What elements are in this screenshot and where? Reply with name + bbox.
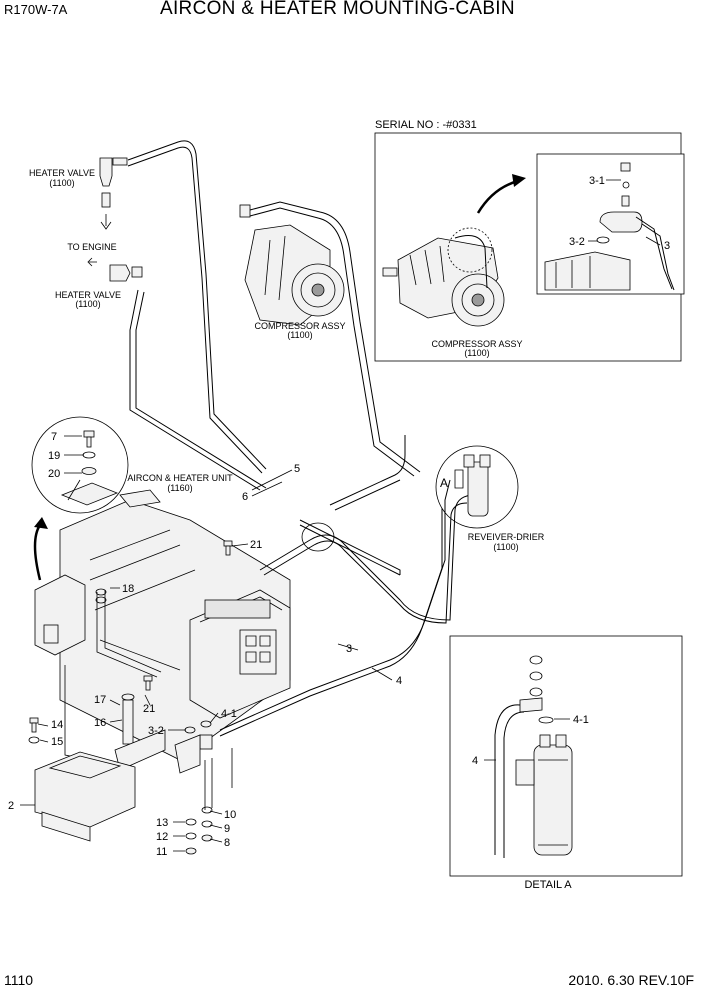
inset-compressor-label: COMPRESSOR ASSY bbox=[431, 339, 522, 349]
compressor-drawing bbox=[239, 201, 421, 477]
callout-16: 16 bbox=[94, 717, 106, 729]
compressor-label: COMPRESSOR ASSY bbox=[254, 321, 345, 331]
callout-8: 8 bbox=[224, 837, 230, 849]
callout-21-top: 21 bbox=[250, 539, 262, 551]
inset-compressor-code: (1100) bbox=[464, 348, 489, 358]
callout-a: A bbox=[440, 476, 448, 490]
heater-valve-assembly bbox=[87, 140, 267, 491]
callout-6: 6 bbox=[242, 491, 248, 503]
callout-19: 19 bbox=[48, 450, 60, 462]
callout-12: 12 bbox=[156, 831, 168, 843]
callout-5: 5 bbox=[294, 463, 300, 475]
inset-compressor-drawing bbox=[382, 227, 505, 327]
page-number: 1110 bbox=[4, 972, 34, 988]
detail-a-label: DETAIL A bbox=[524, 879, 572, 891]
serial-inset bbox=[374, 132, 685, 362]
model-number: R170W-7A bbox=[4, 2, 68, 17]
aircon-unit-label: AIRCON & HEATER UNIT bbox=[127, 473, 233, 483]
callout-13: 13 bbox=[156, 817, 168, 829]
aircon-unit-code: (1160) bbox=[167, 483, 192, 493]
heater-valve-top-code: (1100) bbox=[49, 178, 74, 188]
callout-2: 2 bbox=[8, 800, 14, 812]
heater-valve-bottom-label: HEATER VALVE bbox=[55, 290, 121, 300]
heater-valve-top-label: HEATER VALVE bbox=[29, 168, 95, 178]
callout-21-bottom: 21 bbox=[143, 703, 155, 715]
callout-leaders bbox=[20, 179, 661, 852]
callout-18: 18 bbox=[122, 583, 134, 595]
receiver-drier-drawing bbox=[435, 445, 519, 529]
callout-9: 9 bbox=[224, 823, 230, 835]
small-parts bbox=[28, 540, 233, 855]
callout-11: 11 bbox=[156, 846, 167, 858]
inset-callout-3-2: 3-2 bbox=[569, 236, 585, 248]
aircon-heater-unit-drawing bbox=[34, 489, 291, 761]
bolt-detail-circle bbox=[31, 416, 129, 581]
pipe-runs bbox=[219, 435, 476, 737]
callout-3-2: 3-2 bbox=[148, 725, 164, 737]
callout-17: 17 bbox=[94, 694, 106, 706]
detail-callout-4: 4 bbox=[472, 755, 478, 767]
inset-callout-3-1: 3-1 bbox=[589, 175, 605, 187]
callout-3: 3 bbox=[346, 643, 352, 655]
callout-4-1: 4-1 bbox=[221, 708, 237, 720]
detail-a-box bbox=[449, 635, 683, 877]
callout-10: 10 bbox=[224, 809, 236, 821]
date-revision: 2010. 6.30 REV.10F bbox=[568, 972, 694, 988]
to-engine-label: TO ENGINE bbox=[67, 242, 116, 252]
heater-valve-bottom-code: (1100) bbox=[75, 299, 100, 309]
callout-15: 15 bbox=[51, 736, 63, 748]
compressor-code: (1100) bbox=[287, 330, 312, 340]
receiver-drier-label: REVEIVER-DRIER bbox=[468, 532, 545, 542]
callout-4: 4 bbox=[396, 675, 402, 687]
inset-callout-3: 3 bbox=[664, 240, 670, 252]
callout-14: 14 bbox=[51, 719, 63, 731]
callout-7: 7 bbox=[51, 431, 57, 443]
page-title: AIRCON & HEATER MOUNTING-CABIN bbox=[160, 0, 515, 19]
callout-20: 20 bbox=[48, 468, 60, 480]
inset-fitting-drawing bbox=[544, 162, 675, 291]
detail-callout-4-1: 4-1 bbox=[573, 714, 589, 726]
receiver-drier-code: (1100) bbox=[493, 542, 518, 552]
serial-number-label: SERIAL NO : -#0331 bbox=[375, 119, 477, 131]
